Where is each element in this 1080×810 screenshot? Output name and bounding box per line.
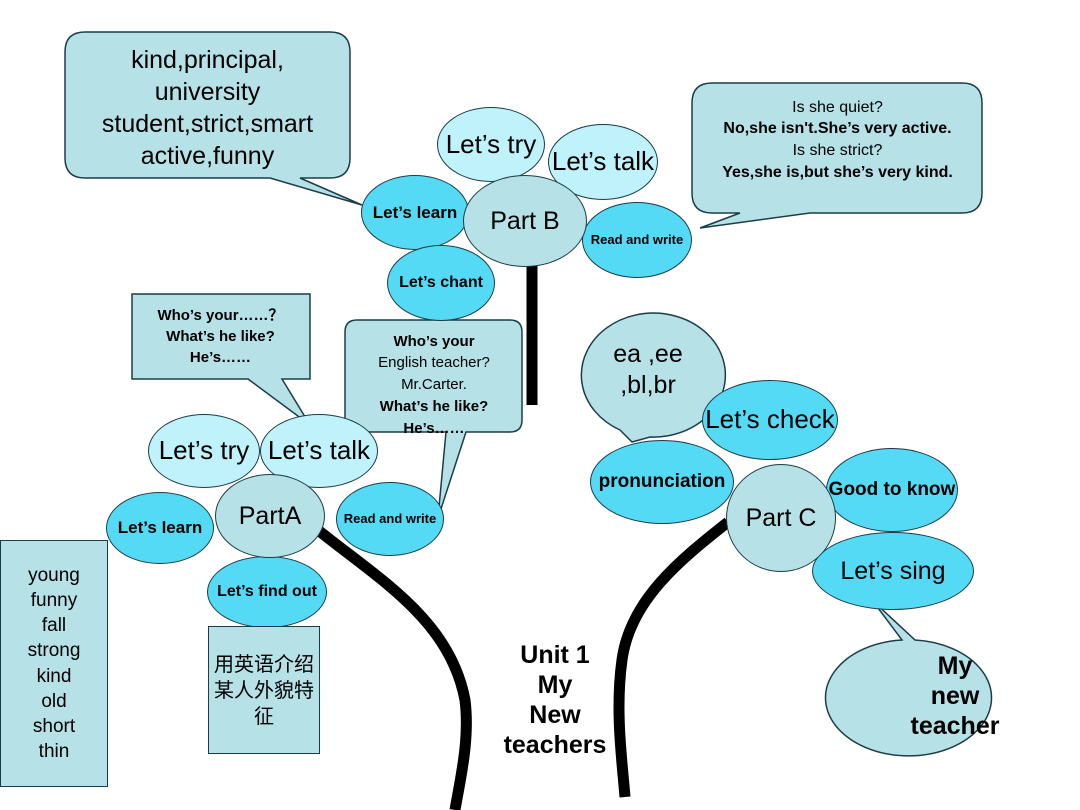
chinese-note-line: 用英语介绍 xyxy=(214,652,314,676)
part-b-hub[interactable]: Part B xyxy=(463,175,587,267)
talk-line: Who’s your……？ xyxy=(157,306,284,324)
part-b-lets-try[interactable]: Let’s try xyxy=(437,107,545,182)
dialogue-callout: Is she quiet? No,she isn't.She’s very ac… xyxy=(695,90,980,190)
talk-line: What’s he like? xyxy=(166,327,275,345)
unit-title-line: New xyxy=(529,701,581,729)
part-c-lets-sing[interactable]: Let’s sing xyxy=(812,532,974,610)
dialogue-callout-shape xyxy=(691,82,983,229)
adjective: short xyxy=(32,715,76,737)
dialogue-line: Is she strict? xyxy=(792,142,883,159)
dialogue-line: No,she isn't.She’s very active. xyxy=(723,120,952,138)
part-c-hub[interactable]: Part C xyxy=(726,464,836,572)
unit-title: Unit 1 My New teachers xyxy=(488,640,622,760)
read-callout-shape xyxy=(344,319,523,519)
phonics-bubble: ea ,ee ,bl,br xyxy=(578,330,718,410)
chinese-note-line: 某人外貌特征 xyxy=(214,678,314,728)
song-bubble-shape xyxy=(824,599,993,757)
read-line: English teacher? xyxy=(378,354,490,372)
dialogue-line: Yes,she is,but she’s very kind. xyxy=(722,163,953,181)
part-a-lets-try[interactable]: Let’s try xyxy=(148,414,260,488)
song-line: My xyxy=(937,652,973,680)
song-bubble: My new teacher xyxy=(880,648,1030,744)
talk-callout: Who’s your……？ What’s he like? He’s…… xyxy=(133,298,308,374)
talk-line: He’s…… xyxy=(189,348,252,366)
adjective: funny xyxy=(30,590,78,612)
adjectives-list: young funny fall strong kind old short t… xyxy=(0,540,108,787)
read-line: What’s he like? xyxy=(379,397,489,415)
phonics-line: ea ,ee xyxy=(613,339,683,368)
adjective: thin xyxy=(38,740,70,762)
part-a-lets-learn[interactable]: Let’s learn xyxy=(106,492,214,564)
song-line: teacher xyxy=(910,712,1000,740)
read-line: He’s…… xyxy=(403,419,465,437)
read-line: Mr.Carter. xyxy=(401,376,467,394)
vocab-line: active,funny xyxy=(140,141,275,170)
trunk-part-a xyxy=(314,525,472,810)
unit-title-line: Unit 1 xyxy=(520,641,590,669)
trunk-part-c xyxy=(613,517,732,798)
read-line: Who’s your xyxy=(393,332,475,350)
vocab-line: kind,principal, xyxy=(131,45,284,74)
talk-callout-shape xyxy=(131,293,311,426)
vocab-line: student,strict,smart xyxy=(101,109,314,138)
vocab-callout: kind,principal, university student,stric… xyxy=(70,40,345,175)
part-a-hub[interactable]: PartA xyxy=(215,474,325,558)
phonics-bubble-shape xyxy=(580,312,727,443)
part-c-lets-check[interactable]: Let’s check xyxy=(702,380,838,460)
adjective: strong xyxy=(27,640,81,662)
part-b-read-and-write[interactable]: Read and write xyxy=(582,202,692,278)
part-b-lets-talk[interactable]: Let’s talk xyxy=(548,124,658,200)
part-b-lets-chant[interactable]: Let’s chant xyxy=(387,245,495,321)
unit-title-line: teachers xyxy=(503,731,607,759)
phonics-line: ,bl,br xyxy=(620,371,676,399)
adjective: fall xyxy=(41,615,67,637)
unit-title-line: My xyxy=(537,671,573,699)
part-a-lets-talk[interactable]: Let’s talk xyxy=(260,414,378,488)
dialogue-line: Is she quiet? xyxy=(792,98,883,116)
part-a-read-and-write[interactable]: Read and write xyxy=(336,482,444,556)
part-b-lets-learn[interactable]: Let’s learn xyxy=(361,175,469,250)
read-callout: Who’s your English teacher? Mr.Carter. W… xyxy=(346,330,522,440)
adjective: kind xyxy=(36,665,72,687)
part-a-lets-find-out[interactable]: Let’s find out xyxy=(207,556,327,628)
adjective: young xyxy=(28,565,80,587)
adjective: old xyxy=(41,690,67,712)
vocab-line: university xyxy=(154,77,261,106)
chinese-note: 用英语介绍 某人外貌特征 xyxy=(208,626,320,754)
vocab-callout-shape xyxy=(64,31,363,206)
part-c-good-to-know[interactable]: Good to know xyxy=(826,448,958,532)
part-c-pronunciation[interactable]: pronunciation xyxy=(590,440,734,524)
song-line: new xyxy=(930,682,980,710)
